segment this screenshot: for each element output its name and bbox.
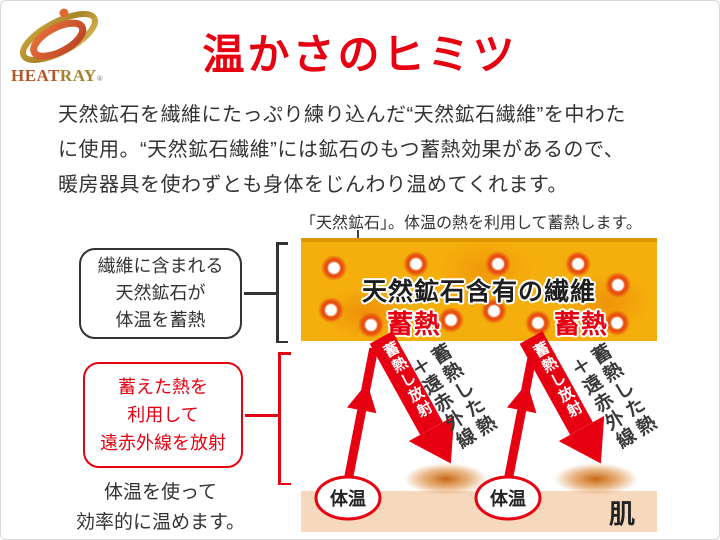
note-line: 体温を使って [103,482,218,503]
note-line: 体温を蓄熱 [115,310,206,330]
mineral-dot-icon [318,297,344,323]
mineral-dot-icon [604,310,630,336]
note-line: 天然鉱石が [115,283,206,303]
intro-line-1: 天然鉱石を繊維にたっぷり練り込んだ“天然鉱石繊維”を中わた [58,104,626,126]
black-bracket-connector [244,292,277,295]
skin-label: 肌 [608,499,635,529]
radiation-down-arrow [369,331,455,464]
body-temp-oval: 体温 [314,475,382,521]
heat-flow-arrows: 体温 体温 [314,331,638,521]
fiber-diagram: 天然鉱石含有の繊維 蓄熱 蓄熱 肌 [301,238,659,533]
heatray-swirl-icon [19,8,99,63]
registered-trademark-icon: ® [96,74,104,83]
heat-glow [554,463,638,495]
heat-storage-label: 蓄熱 [386,309,442,339]
fiber-band: 天然鉱石含有の繊維 蓄熱 蓄熱 [301,238,657,341]
body-temp-oval: 体温 [474,475,542,521]
radiation-note-box: 蓄えた熱を 利用して 遠赤外線を放射 [83,362,243,468]
note-line: 効率的に温めます。 [75,512,246,533]
black-bracket-tick [276,242,288,245]
intro-paragraph: 天然鉱石を繊維にたっぷり練り込んだ“天然鉱石繊維”を中わた に使用。“天然鉱石繊… [58,98,626,203]
black-bracket [276,242,279,343]
radiation-down-arrow [519,331,605,464]
mineral-dot-icon [321,255,347,281]
mineral-dot-icon [403,251,429,277]
svg-text:体温: 体温 [330,488,366,509]
body-heat-up-arrow [503,347,539,482]
efficiency-note: 体温を使って 効率的に温めます。 [53,478,268,538]
red-bracket-tick [278,352,291,355]
intro-line-2: に使用。“天然鉱石繊維”には鉱石のもつ蓄熱効果があるので、 [58,139,625,161]
note-line: 利用して [127,405,199,425]
heat-glow [404,463,488,495]
note-line: 蓄えた熱を [118,377,208,397]
mineral-dot-icon [525,310,551,336]
mineral-dot-icon [605,272,631,298]
fiber-band-label: 天然鉱石含有の繊維 [361,278,596,306]
heat-storage-note-box: 繊維に含まれる 天然鉱石が 体温を蓄熱 [79,248,242,339]
red-bracket-tick [278,482,291,485]
black-bracket-tick [276,340,288,343]
intro-line-3: 暖房器具を使わずとも身体をじんわり温めてくれます。 [58,174,568,196]
mineral-dot-icon [485,251,511,277]
red-bracket-connector [245,414,279,417]
mineral-dot-icon [438,307,464,333]
heat-storage-label: 蓄熱 [553,309,609,339]
note-line: 遠赤外線を放射 [100,433,226,453]
heatray-wordmark: HEATRAY® [11,66,104,85]
heatray-logo: HEATRAY® [7,5,127,86]
mineral-dot-icon [358,312,384,338]
svg-text:体温: 体温 [490,488,526,509]
page-title: 温かさのヒミツ [202,31,518,78]
note-line: 繊維に含まれる [97,256,224,276]
red-bracket [278,352,281,485]
body-heat-up-arrow [343,347,379,482]
mineral-dot-icon [565,251,591,277]
diagram-caption: 「天然鉱石」。体温の熱を利用して蓄熱します。 [300,215,642,232]
mineral-dot-icon [481,298,507,324]
